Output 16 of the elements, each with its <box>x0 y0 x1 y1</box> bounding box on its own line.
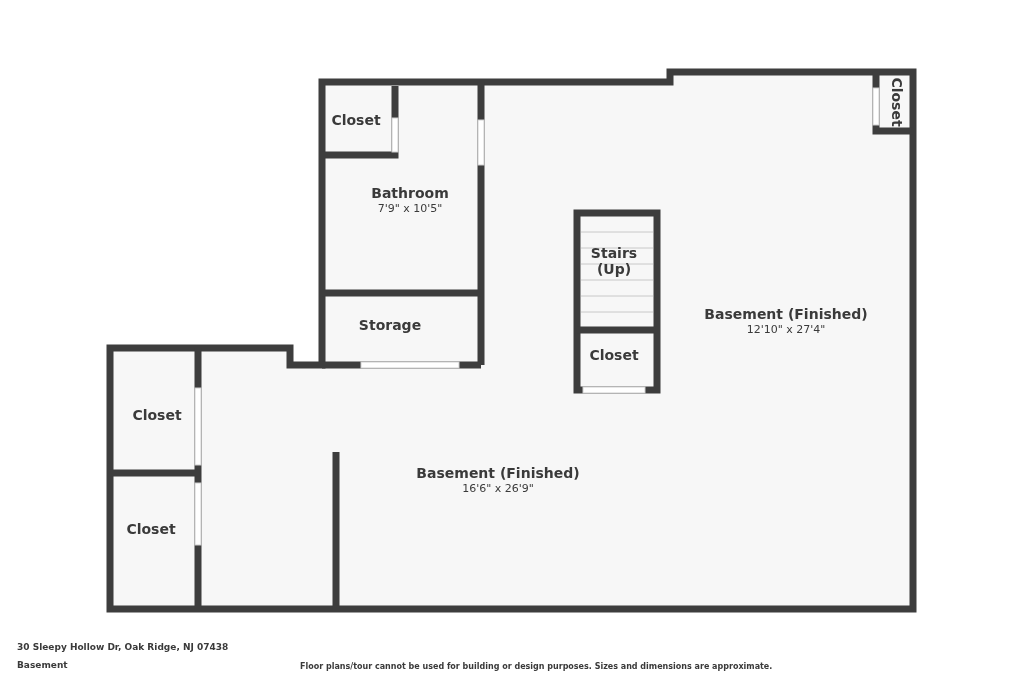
room-name: Closet <box>889 77 905 127</box>
room-name: Closet <box>132 407 182 423</box>
floor-title: Basement <box>17 660 68 670</box>
room-dimensions: 7'9" x 10'5" <box>376 202 444 215</box>
room-name: Basement (Finished) <box>416 465 580 481</box>
room-name: Basement (Finished) <box>704 306 868 322</box>
disclaimer-note: Floor plans/tour cannot be used for building or design purposes. Sizes and dimensions are approximate. <box>300 662 773 671</box>
address-text: 30 Sleepy Hollow Dr, Oak Ridge, NJ 07438 <box>17 642 229 652</box>
room-name: Bathroom <box>371 185 449 201</box>
room-name: Closet <box>589 347 639 363</box>
room-dimensions: 12'10" x 27'4" <box>745 323 827 336</box>
room-name: Storage <box>358 317 422 333</box>
room-name: Closet <box>331 112 381 128</box>
room-dimensions: 16'6" x 26'9" <box>461 482 535 495</box>
room-name: Stairs (Up) <box>589 245 639 277</box>
room-name: Closet <box>126 521 176 537</box>
